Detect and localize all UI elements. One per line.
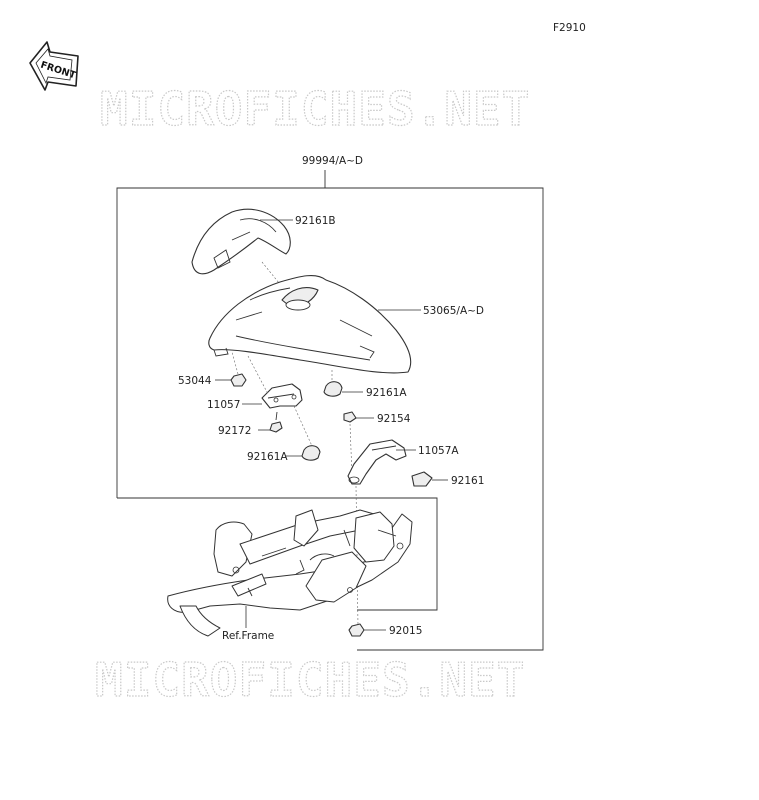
damper-92161A-right-part bbox=[323, 381, 343, 397]
label-92015: 92015 bbox=[389, 625, 422, 637]
bracket-11057A-part bbox=[347, 439, 407, 485]
bolt-92154-part bbox=[343, 411, 357, 423]
seat-cover-part bbox=[208, 274, 412, 374]
figure-code: F2910 bbox=[553, 22, 586, 34]
nut-92015-part bbox=[348, 623, 365, 637]
nut-53044-part bbox=[230, 373, 247, 387]
label-92161A-left: 92161A bbox=[247, 451, 288, 463]
watermark-top: MICROFICHES.NET bbox=[100, 82, 530, 136]
damper-92161-part bbox=[411, 471, 433, 487]
seat-cover-pad-part bbox=[191, 208, 291, 275]
bracket-11057-part bbox=[261, 383, 303, 409]
label-53065: 53065/A~D bbox=[423, 305, 484, 317]
watermark-bottom: MICROFICHES.NET bbox=[95, 653, 525, 707]
label-92172: 92172 bbox=[218, 425, 251, 437]
label-99994: 99994/A~D bbox=[302, 155, 363, 167]
assembly-boundary bbox=[116, 187, 544, 651]
label-53044: 53044 bbox=[178, 375, 212, 387]
label-11057A: 11057A bbox=[418, 445, 459, 457]
label-92161B: 92161B bbox=[295, 215, 336, 227]
bolt-92172-part bbox=[269, 411, 283, 433]
label-92161A-right: 92161A bbox=[366, 387, 407, 399]
front-arrow-icon: FRONT bbox=[29, 41, 79, 91]
label-92154: 92154 bbox=[377, 413, 411, 425]
label-92161: 92161 bbox=[451, 475, 484, 487]
frame-callout-box bbox=[117, 497, 438, 611]
label-11057: 11057 bbox=[207, 399, 240, 411]
rear-frame-reference bbox=[167, 509, 413, 637]
label-ref-frame: Ref.Frame bbox=[222, 630, 274, 642]
damper-92161A-left-part bbox=[301, 445, 321, 461]
